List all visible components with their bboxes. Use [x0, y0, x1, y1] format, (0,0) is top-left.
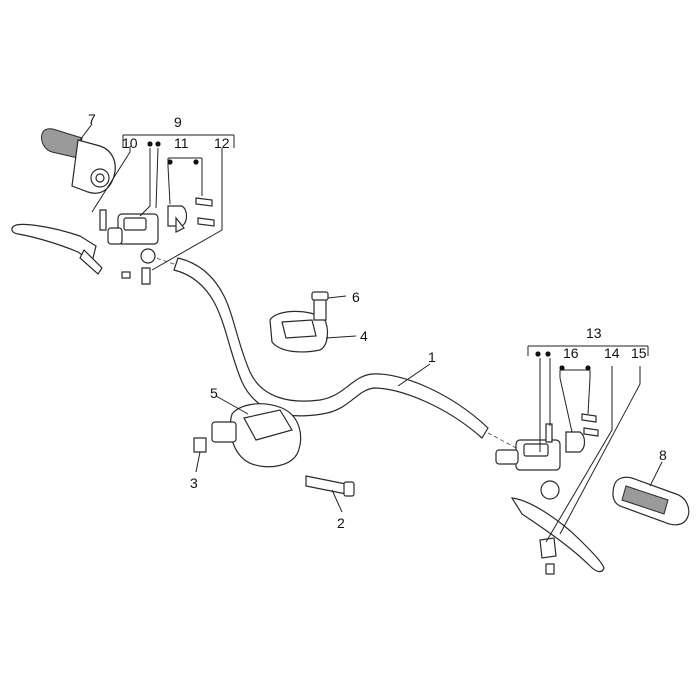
callout-5: 5 [210, 385, 218, 401]
right-brake-lever [510, 497, 605, 573]
leader-lines [79, 123, 663, 543]
right-clamp [565, 431, 586, 453]
callout-11: 11 [174, 135, 189, 151]
bullet-dot [147, 141, 153, 147]
right-lever-bracket [539, 537, 557, 575]
bullet-dot [193, 159, 199, 165]
left-master-cylinder [107, 213, 159, 264]
callout-8: 8 [659, 447, 667, 463]
handlebar [149, 255, 521, 451]
left-clamp [167, 205, 188, 233]
callout-6: 6 [352, 289, 360, 305]
callout-4: 4 [360, 328, 368, 344]
callout-1: 1 [428, 349, 436, 365]
left-small-bolts [99, 209, 151, 285]
right-clamp-bolts [581, 413, 599, 437]
left-switch-housing [211, 403, 302, 468]
bullet-dot [155, 141, 161, 147]
right-grip [612, 476, 690, 526]
left-switch-nut [193, 437, 207, 453]
center-clamp-bolt [311, 291, 329, 321]
callout-2: 2 [337, 515, 345, 531]
reference-bullets [147, 141, 591, 371]
left-clamp-bolts [195, 197, 215, 227]
bullet-dot [545, 351, 551, 357]
bullet-dot [585, 365, 591, 371]
left-grip [41, 128, 116, 194]
callout-12: 12 [214, 135, 230, 151]
right-small-bolt [545, 423, 553, 443]
callout-7: 7 [88, 111, 96, 127]
callout-15: 15 [631, 345, 647, 361]
left-brake-lever [11, 223, 103, 275]
callout-10: 10 [122, 135, 138, 151]
callout-13: 13 [586, 325, 602, 341]
bullet-dot [167, 159, 173, 165]
callout-16: 16 [563, 345, 579, 361]
right-master-cylinder [495, 439, 561, 500]
bullet-dot [559, 365, 565, 371]
callout-9: 9 [174, 114, 182, 130]
bullet-dot [535, 351, 541, 357]
callout-3: 3 [190, 475, 198, 491]
left-switch-bolt [305, 475, 355, 497]
callout-14: 14 [604, 345, 620, 361]
callout-labels: 1 2 3 4 5 6 7 8 9 10 11 12 13 14 15 16 [88, 111, 667, 531]
center-clamp [269, 310, 329, 353]
